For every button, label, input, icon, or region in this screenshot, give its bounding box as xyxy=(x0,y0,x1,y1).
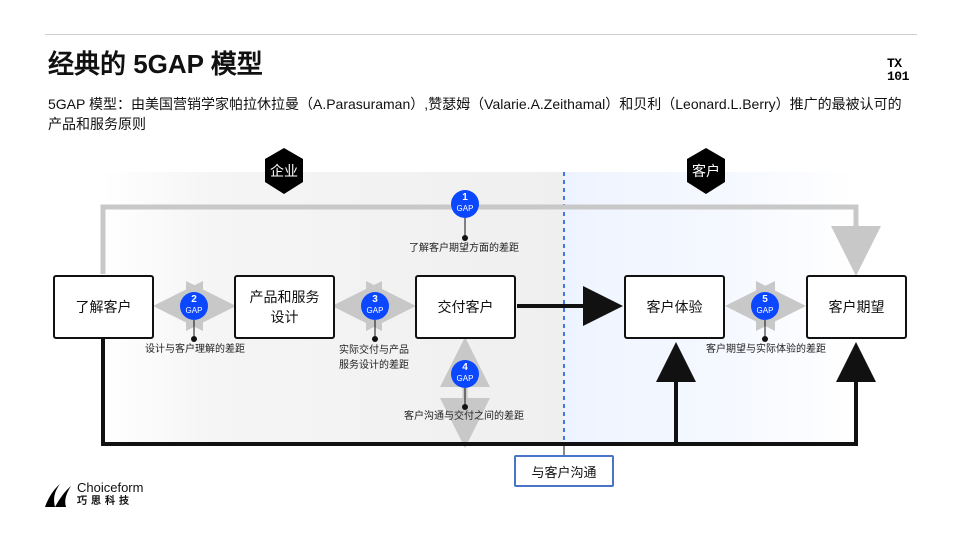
communication-to-experience-connector xyxy=(101,339,696,446)
enterprise-hexagon-shape xyxy=(265,148,303,194)
gap-3-description: 实际交付与产品 服务设计的差距 xyxy=(339,345,409,371)
gap-5-number: 5 xyxy=(762,294,768,305)
gap-3-label: GAP xyxy=(366,306,384,315)
gap-1-description: 了解客户期望方面的差距 xyxy=(409,243,519,254)
customer-communication-box: 与客户沟通 xyxy=(514,455,614,487)
gap-5-callout-dot xyxy=(762,336,768,342)
product-service-design-box: 产品和服务 设计 xyxy=(234,275,335,339)
choiceform-brand: Choiceform 巧思科技 xyxy=(42,481,157,511)
gap-1-label: GAP xyxy=(456,204,474,213)
gap-2-number: 2 xyxy=(191,294,197,305)
gap-5-label: GAP xyxy=(756,306,774,315)
tx101-logo-line-1: TX xyxy=(887,56,902,71)
choiceform-brand-chinese: 巧思科技 xyxy=(77,496,133,507)
gap-5-description: 客户期望与实际体验的差距 xyxy=(706,344,826,355)
gap-2-badge: 2 GAP xyxy=(180,292,208,320)
customer-hexagon-shape xyxy=(687,148,725,194)
gap-4-label: GAP xyxy=(456,374,474,383)
gap-2-description: 设计与客户理解的差距 xyxy=(145,344,245,355)
communication-to-expectation-connector xyxy=(676,342,876,446)
enterprise-hexagon-label: 企业 xyxy=(270,163,298,179)
gap-1-gray-connector xyxy=(100,204,881,276)
choiceform-logo-icon xyxy=(45,484,71,507)
gap-4-callout-dot xyxy=(462,404,468,410)
gap-2-callout-dot xyxy=(191,336,197,342)
page-subtitle: 5GAP 模型：由美国营销学家帕拉休拉曼（A.Parasuraman）,赞瑟姆（… xyxy=(48,96,902,132)
gap-3-callout-dot xyxy=(372,336,378,342)
gap-3-badge: 3 GAP xyxy=(361,292,389,320)
gap-4-badge: 4 GAP xyxy=(451,360,479,388)
page-title: 经典的 5GAP 模型 xyxy=(48,49,263,79)
understand-customer-box: 了解客户 xyxy=(53,275,154,339)
tx101-logo: TX 101 xyxy=(887,57,915,83)
choiceform-brand-name: Choiceform xyxy=(77,480,144,495)
gap-3-number: 3 xyxy=(372,294,378,305)
customer-hexagon-label: 客户 xyxy=(692,163,720,179)
top-divider xyxy=(45,34,917,35)
gap-1-badge: 1 GAP xyxy=(451,190,479,218)
gap-5-badge: 5 GAP xyxy=(751,292,779,320)
customer-expectation-box: 客户期望 xyxy=(806,275,907,339)
gap-2-label: GAP xyxy=(185,306,203,315)
gap-1-callout-dot xyxy=(462,235,468,241)
gap-4-number: 4 xyxy=(462,362,468,373)
customer-experience-box: 客户体验 xyxy=(624,275,725,339)
gap-1-number: 1 xyxy=(462,192,468,203)
tx101-logo-line-2: 101 xyxy=(887,69,909,84)
gap-4-description: 客户沟通与交付之间的差距 xyxy=(404,411,524,422)
deliver-customer-box: 交付客户 xyxy=(415,275,516,339)
